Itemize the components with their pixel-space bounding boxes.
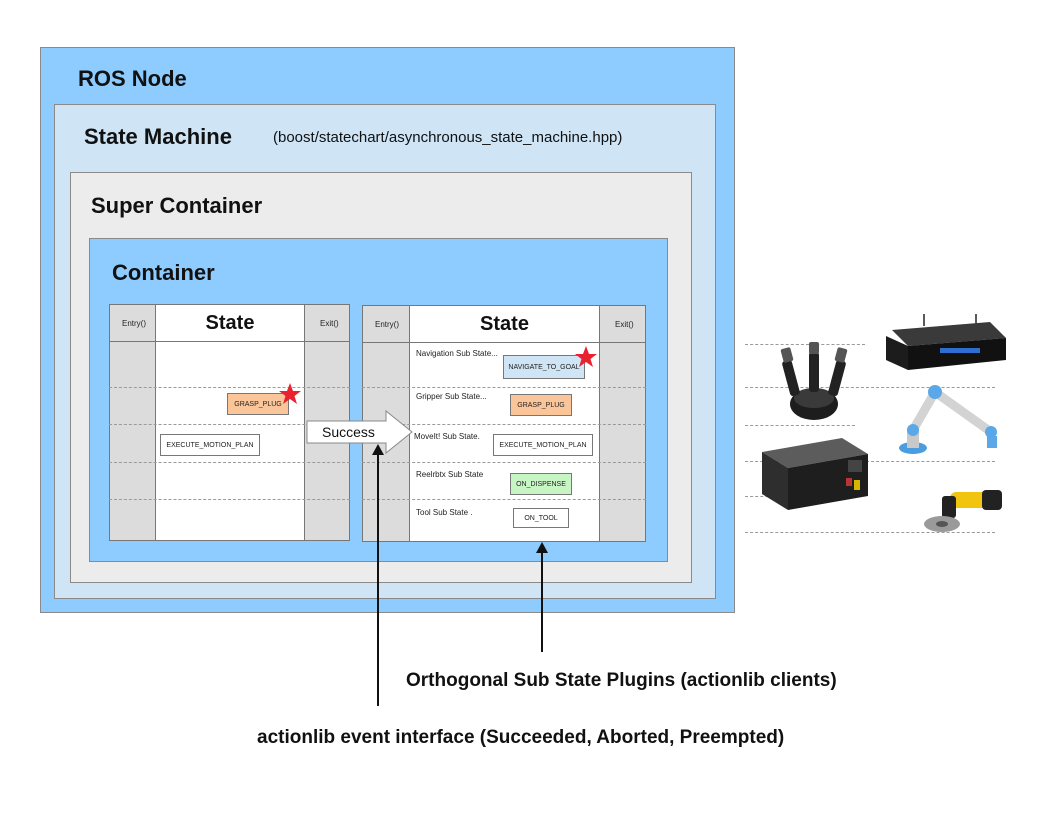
row-label: Navigation Sub State... [416, 349, 498, 358]
plugin-line [745, 387, 995, 388]
event-interface-caption: actionlib event interface (Succeeded, Ab… [257, 727, 785, 748]
row-label: Gripper Sub State... [416, 392, 487, 401]
navigate-to-goal-box: NAVIGATE_TO_GOAL [503, 355, 585, 379]
angle-grinder-icon [924, 490, 1002, 532]
star-icon [279, 383, 301, 404]
control-box-icon [762, 438, 868, 510]
robot-gripper-icon [780, 342, 848, 420]
entry-column [110, 305, 156, 540]
transition-label: Success [322, 424, 375, 440]
on-dispense-box: ON_DISPENSE [510, 473, 572, 495]
exit-label: Exit() [320, 319, 339, 328]
orthogonal-line [109, 387, 350, 388]
arrow-icon [306, 410, 413, 454]
container-title: Container [112, 260, 215, 285]
orthogonal-line [362, 462, 646, 463]
orthogonal-line [109, 424, 350, 425]
state-machine-header: (boost/statechart/asynchronous_state_mac… [273, 129, 623, 146]
row-label: MoveIt! Sub State. [414, 432, 480, 441]
state-machine-title: State Machine [84, 124, 232, 149]
plugin-line [745, 425, 855, 426]
plugin-line [745, 344, 865, 345]
entry-label: Entry() [122, 319, 146, 328]
mobile-robot-base-icon [886, 314, 1006, 370]
orthogonal-line [109, 499, 350, 500]
exit-label: Exit() [615, 320, 634, 329]
plugin-line [745, 461, 995, 462]
plugin-line [745, 532, 995, 533]
grasp-plug-box: GRASP_PLUG [510, 394, 572, 416]
header-divider [110, 341, 349, 342]
super-container-title: Super Container [91, 193, 263, 218]
orthogonal-line [362, 424, 646, 425]
exit-column [599, 306, 645, 541]
state-title: State [205, 312, 255, 334]
title-cell [156, 305, 304, 341]
execute-motion-plan-box: EXECUTE_MOTION_PLAN [160, 434, 260, 456]
grasp-plug-box: GRASP_PLUG [227, 393, 289, 415]
star-icon [575, 346, 597, 367]
on-tool-box: ON_TOOL [513, 508, 569, 528]
entry-label: Entry() [375, 320, 399, 329]
header-divider [363, 342, 645, 343]
orthogonal-caption: Orthogonal Sub State Plugins (actionlib … [406, 670, 837, 691]
ros-node-title: ROS Node [78, 66, 187, 91]
row-label: Tool Sub State . [416, 508, 473, 517]
state-right: Entry() Exit() State [362, 305, 646, 542]
row-label: Reelrbtx Sub State [416, 470, 484, 479]
orthogonal-line [362, 387, 646, 388]
state-title: State [480, 313, 529, 335]
robot-arm-icon [899, 385, 997, 454]
execute-motion-plan-box: EXECUTE_MOTION_PLAN [493, 434, 593, 456]
orthogonal-line [109, 462, 350, 463]
orthogonal-line [362, 499, 646, 500]
